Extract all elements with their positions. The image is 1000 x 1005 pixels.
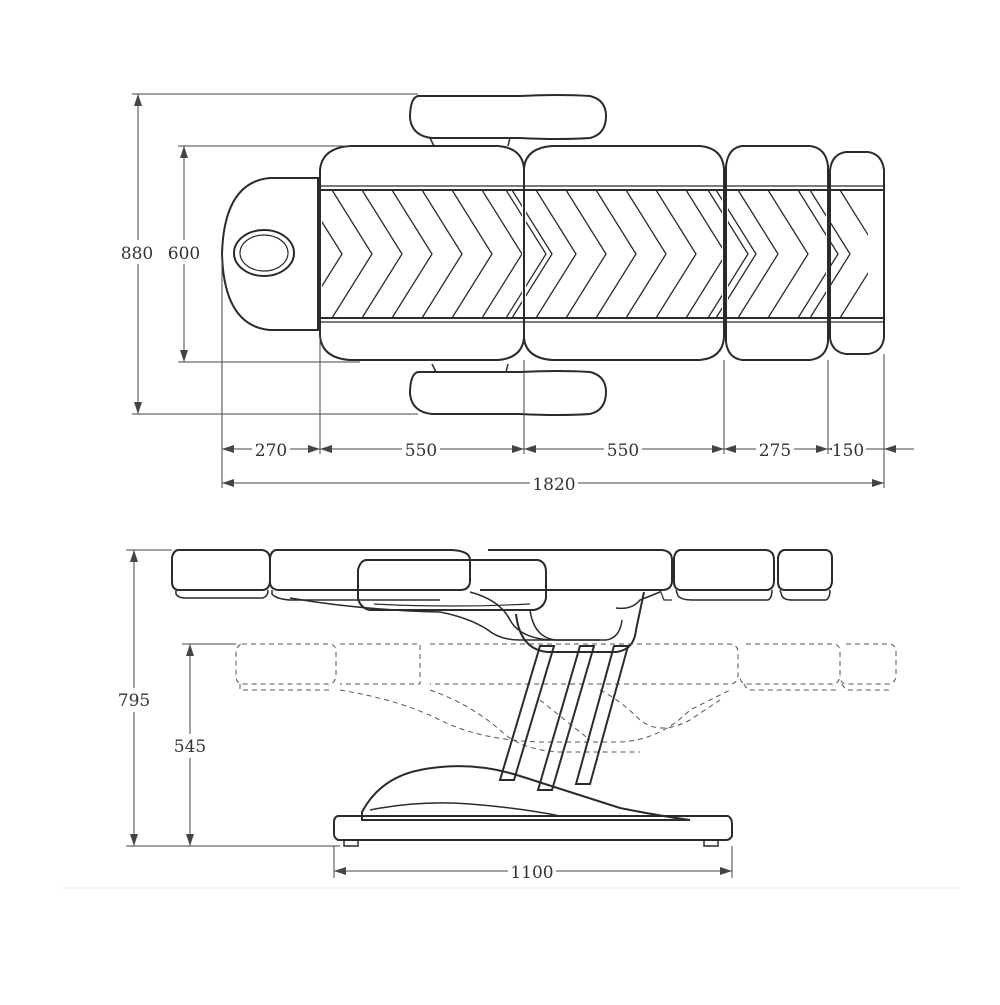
back-pad (319, 145, 525, 361)
raised-position (171, 549, 833, 653)
label-545: 545 (174, 737, 206, 757)
chevron-line (505, 190, 547, 318)
chevron-line (625, 190, 667, 318)
chevron-line (535, 190, 577, 318)
chevron-line (565, 190, 607, 318)
dim-total-width: 880 (118, 93, 418, 415)
face-hole (233, 229, 295, 277)
chevron-line (391, 190, 433, 318)
armrest-lower (408, 370, 608, 416)
top-view: 880 600 (118, 93, 914, 495)
seat-pad (523, 145, 725, 361)
dim-segments: 270 550 550 275 150 (222, 438, 914, 461)
chevron-line (707, 190, 749, 318)
chevron-line (361, 190, 403, 318)
label-1100: 1100 (510, 863, 553, 883)
dim-base-length: 1100 (333, 846, 733, 883)
chevron-pattern (322, 190, 868, 318)
armrest-upper (408, 94, 608, 140)
armrest-side (357, 559, 547, 611)
chevron-line (481, 190, 523, 318)
label-550-back: 550 (405, 441, 437, 461)
foot-pad (829, 151, 885, 355)
dim-min-height: 545 (170, 643, 236, 846)
label-880: 880 (121, 244, 153, 264)
label-1820: 1820 (532, 475, 575, 495)
dim-seat-width: 600 (164, 145, 360, 363)
support-legs (498, 645, 630, 791)
side-view: 795 545 1100 (114, 549, 897, 883)
chevron-line (595, 190, 637, 318)
dim-max-height: 795 (114, 549, 340, 847)
chevron-line (767, 190, 809, 318)
label-600: 600 (168, 244, 200, 264)
chair-base (333, 765, 733, 847)
chevron-line (839, 190, 868, 318)
chevron-line (331, 190, 373, 318)
label-270: 270 (255, 441, 287, 461)
chevron-line (737, 190, 779, 318)
chevron-line (655, 190, 697, 318)
label-795: 795 (118, 691, 150, 711)
chevron-line (451, 190, 493, 318)
label-550-seat: 550 (607, 441, 639, 461)
lowered-position (235, 643, 897, 753)
chevron-line (809, 190, 851, 318)
dim-total-length: 1820 (222, 472, 884, 495)
chevron-line (421, 190, 463, 318)
leg-pad (725, 145, 829, 361)
chevron-line (797, 190, 839, 318)
label-150: 150 (832, 441, 864, 461)
label-275: 275 (759, 441, 791, 461)
chevron-line (715, 190, 757, 318)
chevron-line (322, 190, 343, 318)
headrest-pad (220, 177, 319, 331)
